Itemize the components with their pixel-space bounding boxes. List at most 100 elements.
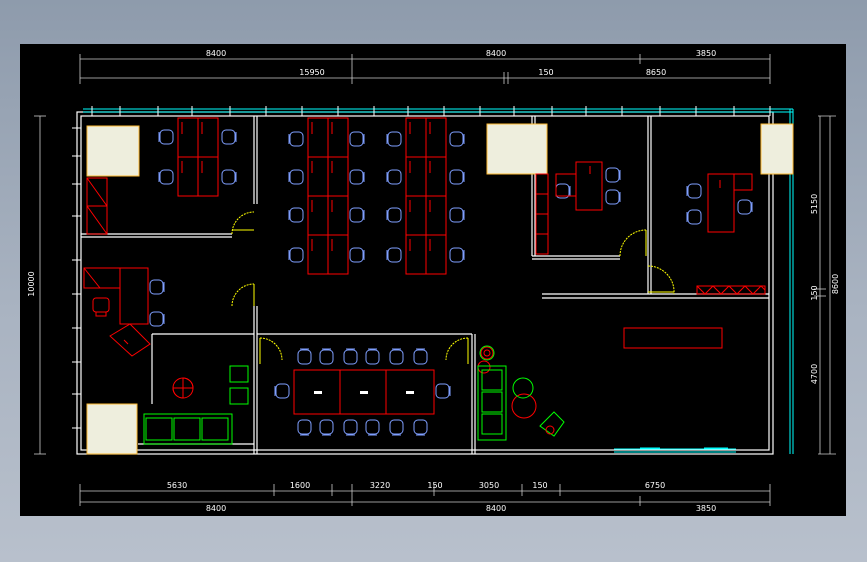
chair-icon bbox=[349, 207, 365, 223]
dim-right-1: 5150 bbox=[810, 194, 819, 214]
chair-icon bbox=[288, 247, 304, 263]
chair-seat bbox=[687, 183, 702, 199]
lounge-tables bbox=[172, 346, 537, 419]
side-dimensions bbox=[34, 115, 836, 455]
dim-bottom-6: 150 bbox=[532, 481, 547, 490]
chair-icon bbox=[349, 247, 365, 263]
dim-bottom-2: 1600 bbox=[290, 481, 310, 490]
dim-top-1: 8400 bbox=[206, 49, 226, 58]
chair-icon bbox=[297, 419, 312, 436]
dim-bottom-5: 3050 bbox=[479, 481, 499, 490]
chair-seat bbox=[605, 167, 620, 183]
dim-right-outer: 8600 bbox=[831, 274, 840, 294]
chair-seat bbox=[221, 169, 236, 185]
chair-icon bbox=[386, 131, 402, 147]
chair-icon bbox=[349, 169, 365, 185]
chair-manager-red bbox=[92, 297, 110, 313]
dim-left: 10000 bbox=[27, 271, 36, 296]
workstation-desk bbox=[405, 156, 427, 197]
chair-icon bbox=[274, 383, 290, 399]
workstation-desk bbox=[327, 195, 349, 236]
chair-icon bbox=[343, 419, 358, 436]
chair-icon bbox=[288, 207, 304, 223]
chair-seat bbox=[365, 349, 380, 365]
columns bbox=[86, 123, 794, 455]
chair-seat bbox=[289, 169, 304, 185]
chair-icon bbox=[413, 419, 428, 436]
chair-seat bbox=[289, 247, 304, 263]
chair-icon bbox=[158, 129, 174, 145]
manager-chairs-red bbox=[92, 297, 110, 317]
top-dimensions bbox=[79, 54, 771, 84]
chair-seat bbox=[221, 129, 236, 145]
sofa-right bbox=[477, 365, 507, 441]
side-table bbox=[229, 365, 249, 383]
chair-icon bbox=[737, 199, 753, 215]
chair-icon bbox=[349, 131, 365, 147]
chair-icon bbox=[149, 311, 165, 327]
column-bottom-left bbox=[86, 403, 138, 455]
chair-seat bbox=[387, 207, 402, 223]
chair-icon bbox=[221, 169, 237, 185]
entrance-glass bbox=[614, 447, 736, 453]
chair-seat bbox=[149, 279, 164, 295]
chair-seat bbox=[289, 207, 304, 223]
workstation-desk bbox=[197, 117, 219, 158]
chair-icon bbox=[686, 183, 702, 199]
dim-right-2: 150 bbox=[810, 285, 819, 300]
dim-top-4: 15950 bbox=[299, 68, 324, 77]
workstation-desk bbox=[327, 234, 349, 275]
workstation-desk bbox=[425, 234, 447, 275]
desk-manager-2 bbox=[707, 173, 735, 233]
chair-seat bbox=[389, 419, 404, 435]
floor-plan: 8400 8400 3850 15950 150 8650 5630 1600 … bbox=[27, 49, 840, 513]
dim-bottom-9: 8400 bbox=[486, 504, 506, 513]
chair-seat bbox=[449, 169, 464, 185]
sofa-left bbox=[143, 413, 233, 445]
conference-table bbox=[293, 369, 435, 415]
dim-bottom-10: 3850 bbox=[696, 504, 716, 513]
workstation-desks bbox=[177, 117, 447, 275]
chair-icon bbox=[386, 207, 402, 223]
column-top-right bbox=[760, 123, 794, 175]
chair-seat bbox=[159, 129, 174, 145]
chair-icon bbox=[386, 169, 402, 185]
cad-drawing-canvas: 8400 8400 3850 15950 150 8650 5630 1600 … bbox=[20, 44, 846, 516]
workstation-desk bbox=[307, 117, 329, 158]
chair-seat bbox=[687, 209, 702, 225]
workstation-desk bbox=[425, 156, 447, 197]
workstation-desk bbox=[405, 234, 427, 275]
interior-walls bbox=[81, 116, 769, 454]
reception-counter bbox=[623, 327, 723, 349]
chair-icon bbox=[386, 247, 402, 263]
dim-bottom-7: 6750 bbox=[645, 481, 665, 490]
column-top-center bbox=[486, 123, 548, 175]
chair-icon bbox=[319, 419, 334, 436]
chair-seat bbox=[289, 131, 304, 147]
chair-icon bbox=[365, 348, 380, 365]
chair-seat bbox=[449, 131, 464, 147]
table-sockets bbox=[314, 391, 414, 394]
chair-icon bbox=[319, 348, 334, 365]
chair-seat bbox=[737, 199, 752, 215]
plant bbox=[512, 377, 534, 399]
outer-walls bbox=[76, 111, 774, 455]
chair-seat bbox=[343, 349, 358, 365]
chair-icon bbox=[389, 348, 404, 365]
chair-icon bbox=[221, 129, 237, 145]
workstation-desk bbox=[177, 156, 199, 197]
chair-icon bbox=[449, 207, 465, 223]
chair-icon bbox=[343, 348, 358, 365]
chair-seat bbox=[449, 247, 464, 263]
workstation-desk bbox=[425, 195, 447, 236]
dim-bottom-3: 3220 bbox=[370, 481, 390, 490]
chair-seat bbox=[349, 131, 364, 147]
chair-seat bbox=[435, 383, 450, 399]
green-furniture bbox=[143, 345, 565, 445]
chair-seat bbox=[605, 189, 620, 205]
workstation-desk bbox=[197, 156, 219, 197]
dim-right-3: 4700 bbox=[810, 364, 819, 384]
chairs bbox=[149, 129, 753, 436]
chair-icon bbox=[288, 131, 304, 147]
chair-seat bbox=[349, 247, 364, 263]
